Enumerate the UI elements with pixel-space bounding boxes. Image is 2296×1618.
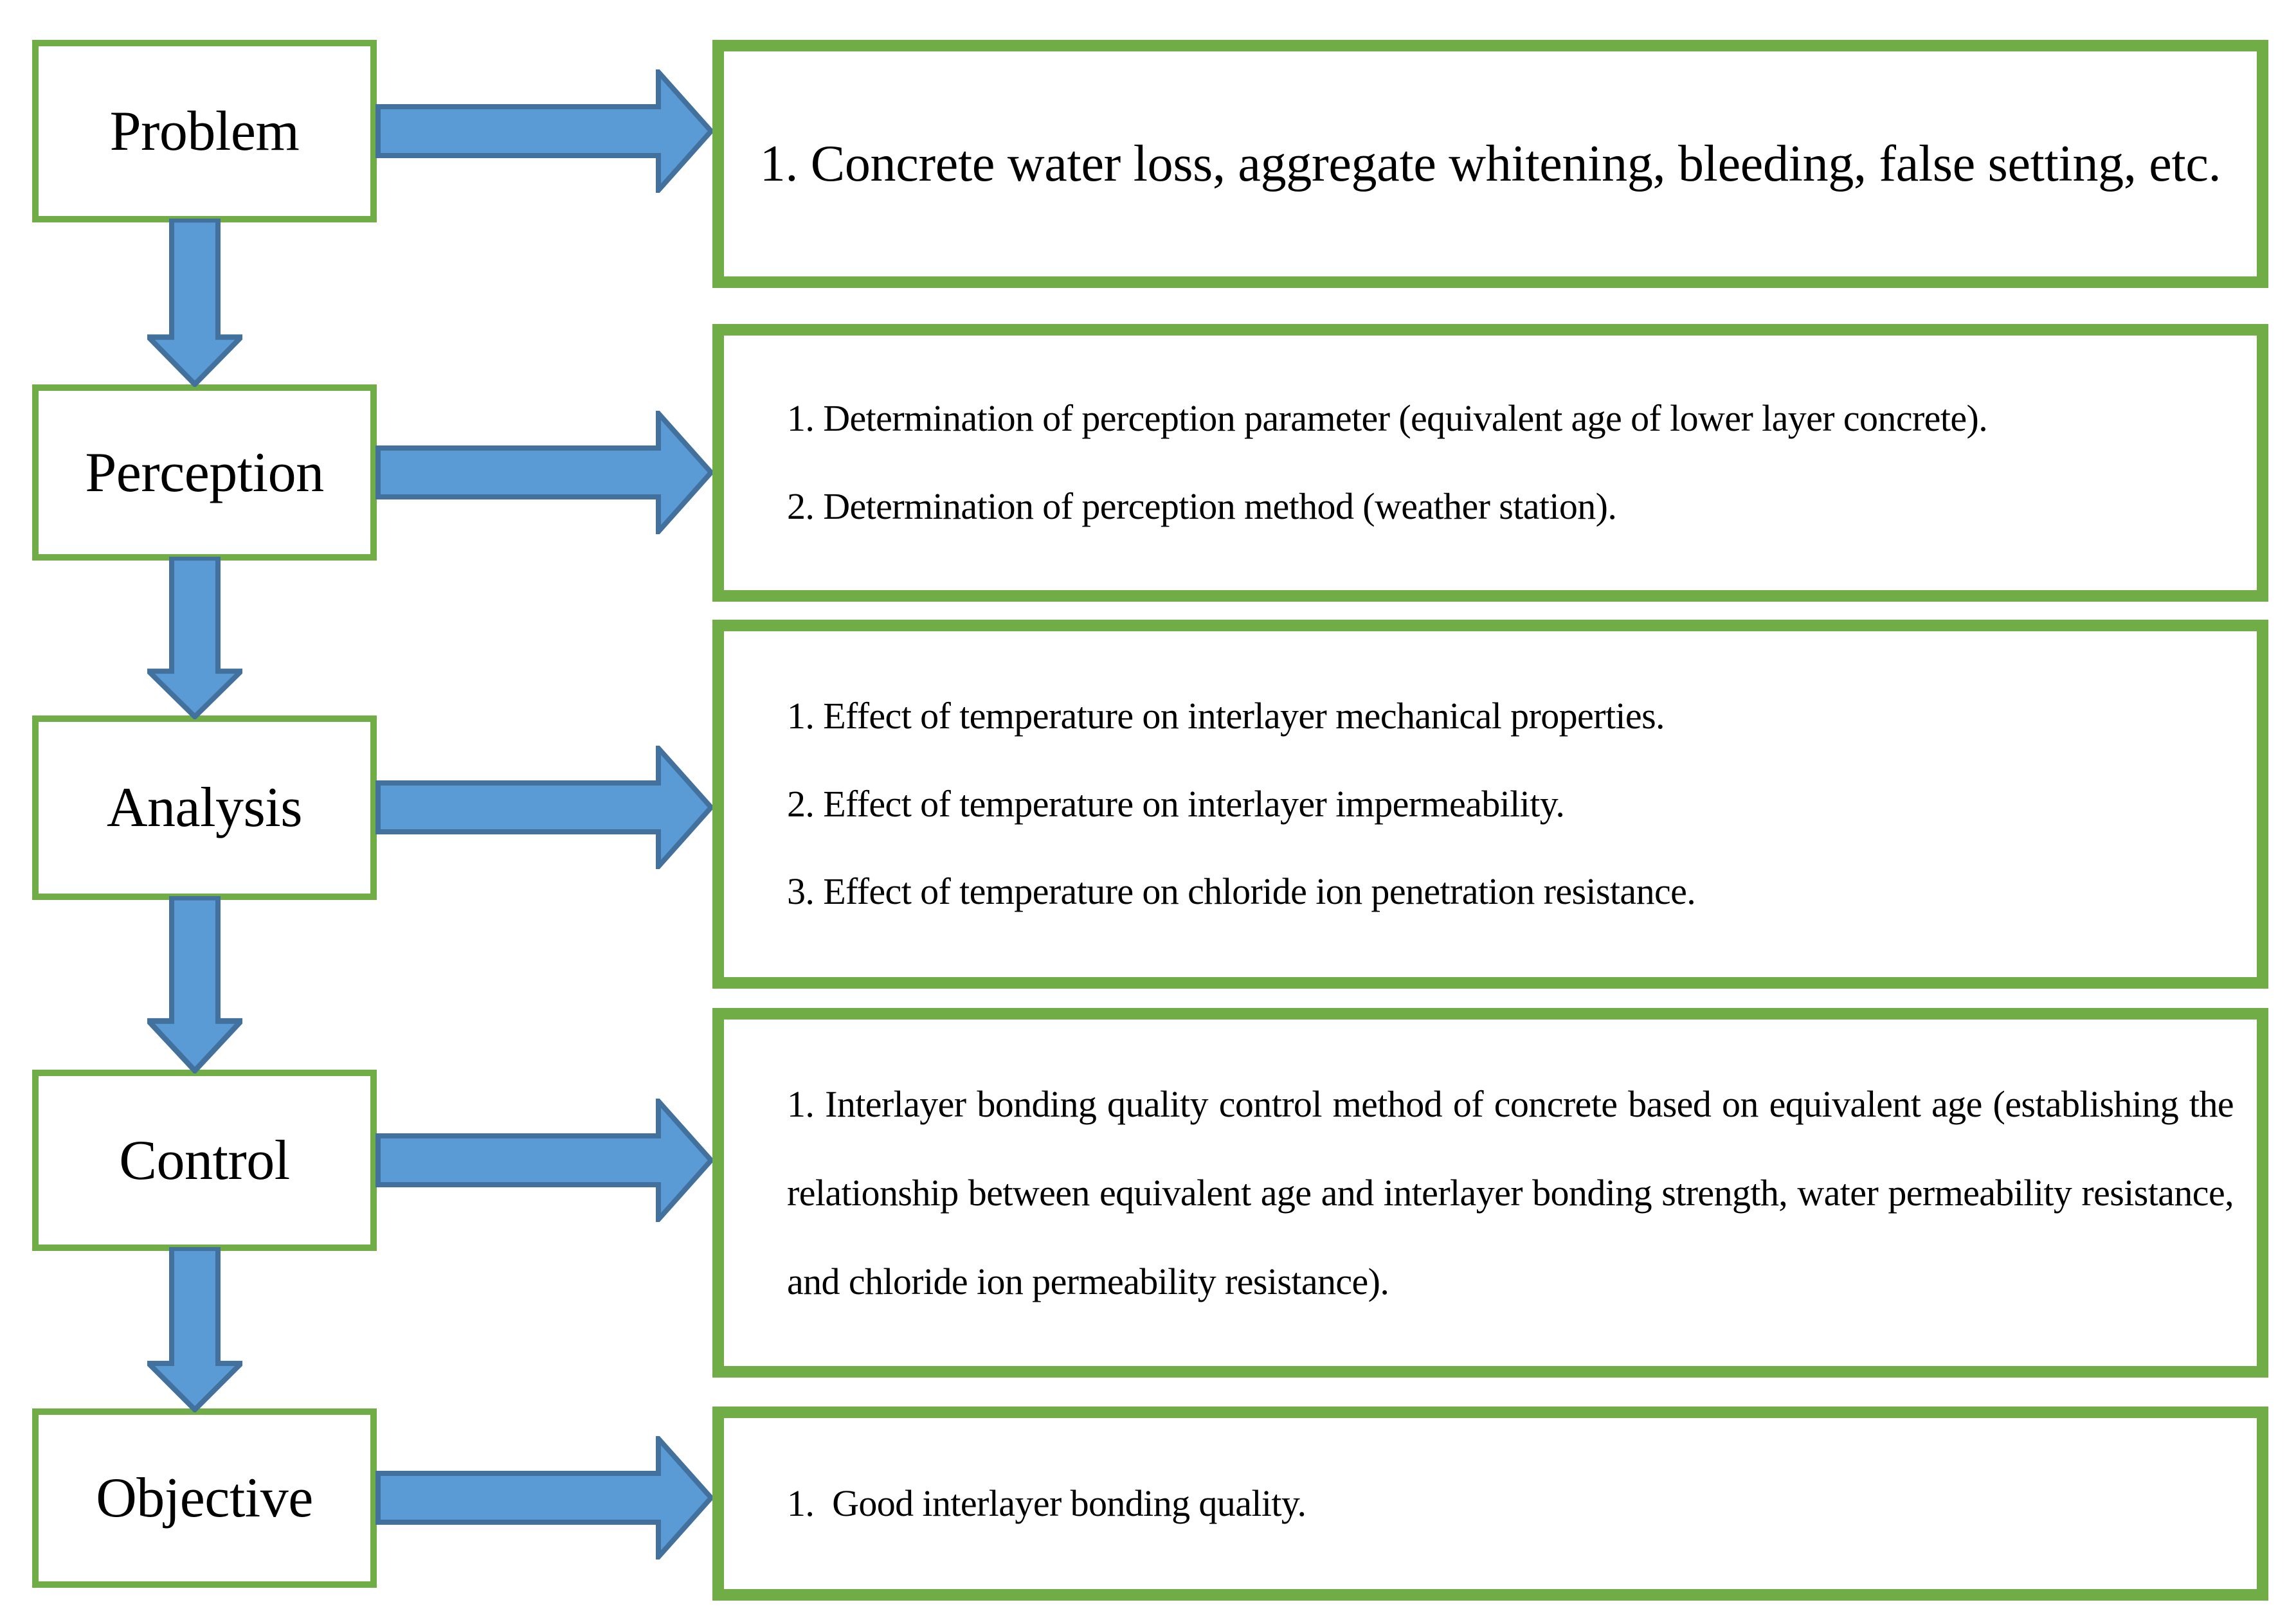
stage-label-problem: Problem [109,100,300,163]
down-arrow-icon [147,1247,242,1412]
right-arrow-icon [375,1099,714,1222]
down-arrow-icon [147,557,242,719]
right-arrow-icon [375,1436,714,1560]
down-arrow-icon [147,896,242,1074]
right-arrow-icon [375,69,714,193]
stage-label-analysis: Analysis [107,777,303,839]
detail-lines: 1. Good interlayer bonding quality. [787,1482,2234,1525]
detail-line: 3. Effect of temperature on chloride ion… [787,870,1696,913]
stage-box-control: Control [32,1070,377,1251]
stage-label-perception: Perception [85,441,324,504]
detail-line: 2. Determination of perception method (w… [787,485,1617,527]
detail-line: 1. Determination of perception parameter… [787,397,1988,440]
stage-label-control: Control [119,1129,290,1192]
stage-box-perception: Perception [32,384,377,561]
stage-box-problem: Problem [32,40,377,222]
detail-box-analysis: 1. Effect of temperature on interlayer m… [712,620,2268,989]
down-arrow-icon [147,219,242,387]
detail-lines: 1. Effect of temperature on interlayer m… [787,694,2234,913]
detail-box-problem: 1. Concrete water loss, aggregate whiten… [712,40,2268,288]
detail-paragraph: 1. Interlayer bonding quality control me… [787,1083,2234,1302]
detail-lines: 1. Determination of perception parameter… [787,397,2234,528]
detail-box-perception: 1. Determination of perception parameter… [712,324,2268,602]
stage-box-objective: Objective [32,1408,377,1588]
detail-box-objective: 1. Good interlayer bonding quality. [712,1407,2268,1601]
detail-text: 1. Concrete water loss, aggregate whiten… [759,136,2221,192]
right-arrow-icon [375,411,714,534]
detail-line: 1. Effect of temperature on interlayer m… [787,694,1665,737]
stage-box-analysis: Analysis [32,715,377,900]
stage-label-objective: Objective [96,1467,313,1529]
detail-box-control: 1. Interlayer bonding quality control me… [712,1008,2268,1378]
detail-line: 2. Effect of temperature on interlayer i… [787,782,1565,825]
detail-line: 1. Good interlayer bonding quality. [787,1482,1306,1524]
right-arrow-icon [375,746,714,869]
